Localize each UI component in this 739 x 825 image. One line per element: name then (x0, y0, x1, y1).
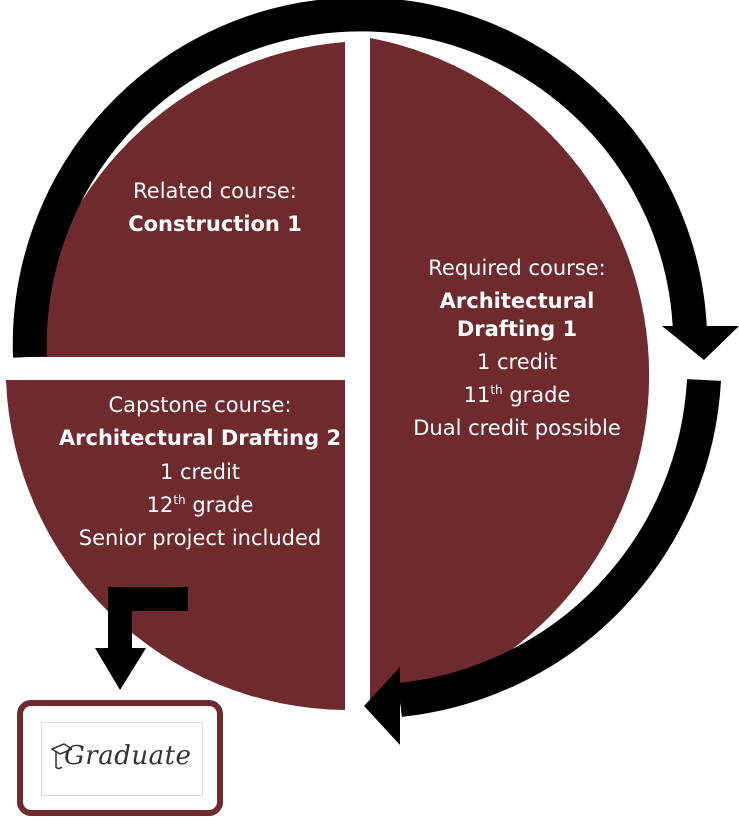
required-course-name-line1: Architectural (439, 289, 595, 314)
related-course-text: Related course: Construction 1 (85, 178, 345, 245)
graduate-elbow-arrow (108, 587, 188, 650)
capstone-course-credit: 1 credit (159, 459, 241, 484)
related-course-heading: Related course: (133, 179, 297, 203)
capstone-grade-number: 12 (146, 492, 174, 517)
required-course-text: Required course: Architectural Drafting … (392, 255, 642, 449)
bottom-circular-arrow (398, 379, 721, 717)
graduate-box: Graduate (17, 700, 223, 816)
required-course-credit: 1 credit (476, 349, 558, 374)
graduate-label: Graduate (64, 741, 192, 771)
capstone-course-text: Capstone course: Architectural Drafting … (50, 392, 350, 558)
capstone-course-grade: 12th grade (50, 492, 350, 519)
capstone-course-quadrant (6, 380, 345, 710)
capstone-grade-word: grade (185, 492, 254, 517)
required-course-name-line2: Drafting 1 (456, 316, 578, 341)
capstone-grade-suffix: th (173, 492, 186, 507)
related-course-quadrant (30, 42, 345, 357)
required-grade-suffix: th (490, 383, 503, 398)
required-course-quadrant (370, 38, 650, 712)
required-course-heading: Required course: (428, 256, 606, 280)
graduate-arrowhead (95, 648, 146, 690)
capstone-course-heading: Capstone course: (108, 393, 292, 417)
required-course-note: Dual credit possible (413, 416, 621, 441)
related-course-name: Construction 1 (128, 212, 302, 237)
capstone-course-note: Senior project included (78, 526, 322, 551)
required-grade-word: grade (502, 383, 571, 408)
required-course-grade: 11th grade (392, 382, 642, 409)
required-grade-number: 11 (463, 383, 491, 408)
top-arrowhead (662, 326, 739, 360)
graduation-cap-icon (50, 743, 72, 770)
graduate-logo: Graduate (41, 722, 203, 796)
bottom-arrowhead (364, 667, 400, 745)
capstone-course-name: Architectural Drafting 2 (58, 426, 342, 451)
top-circular-arrow (12, 0, 707, 358)
